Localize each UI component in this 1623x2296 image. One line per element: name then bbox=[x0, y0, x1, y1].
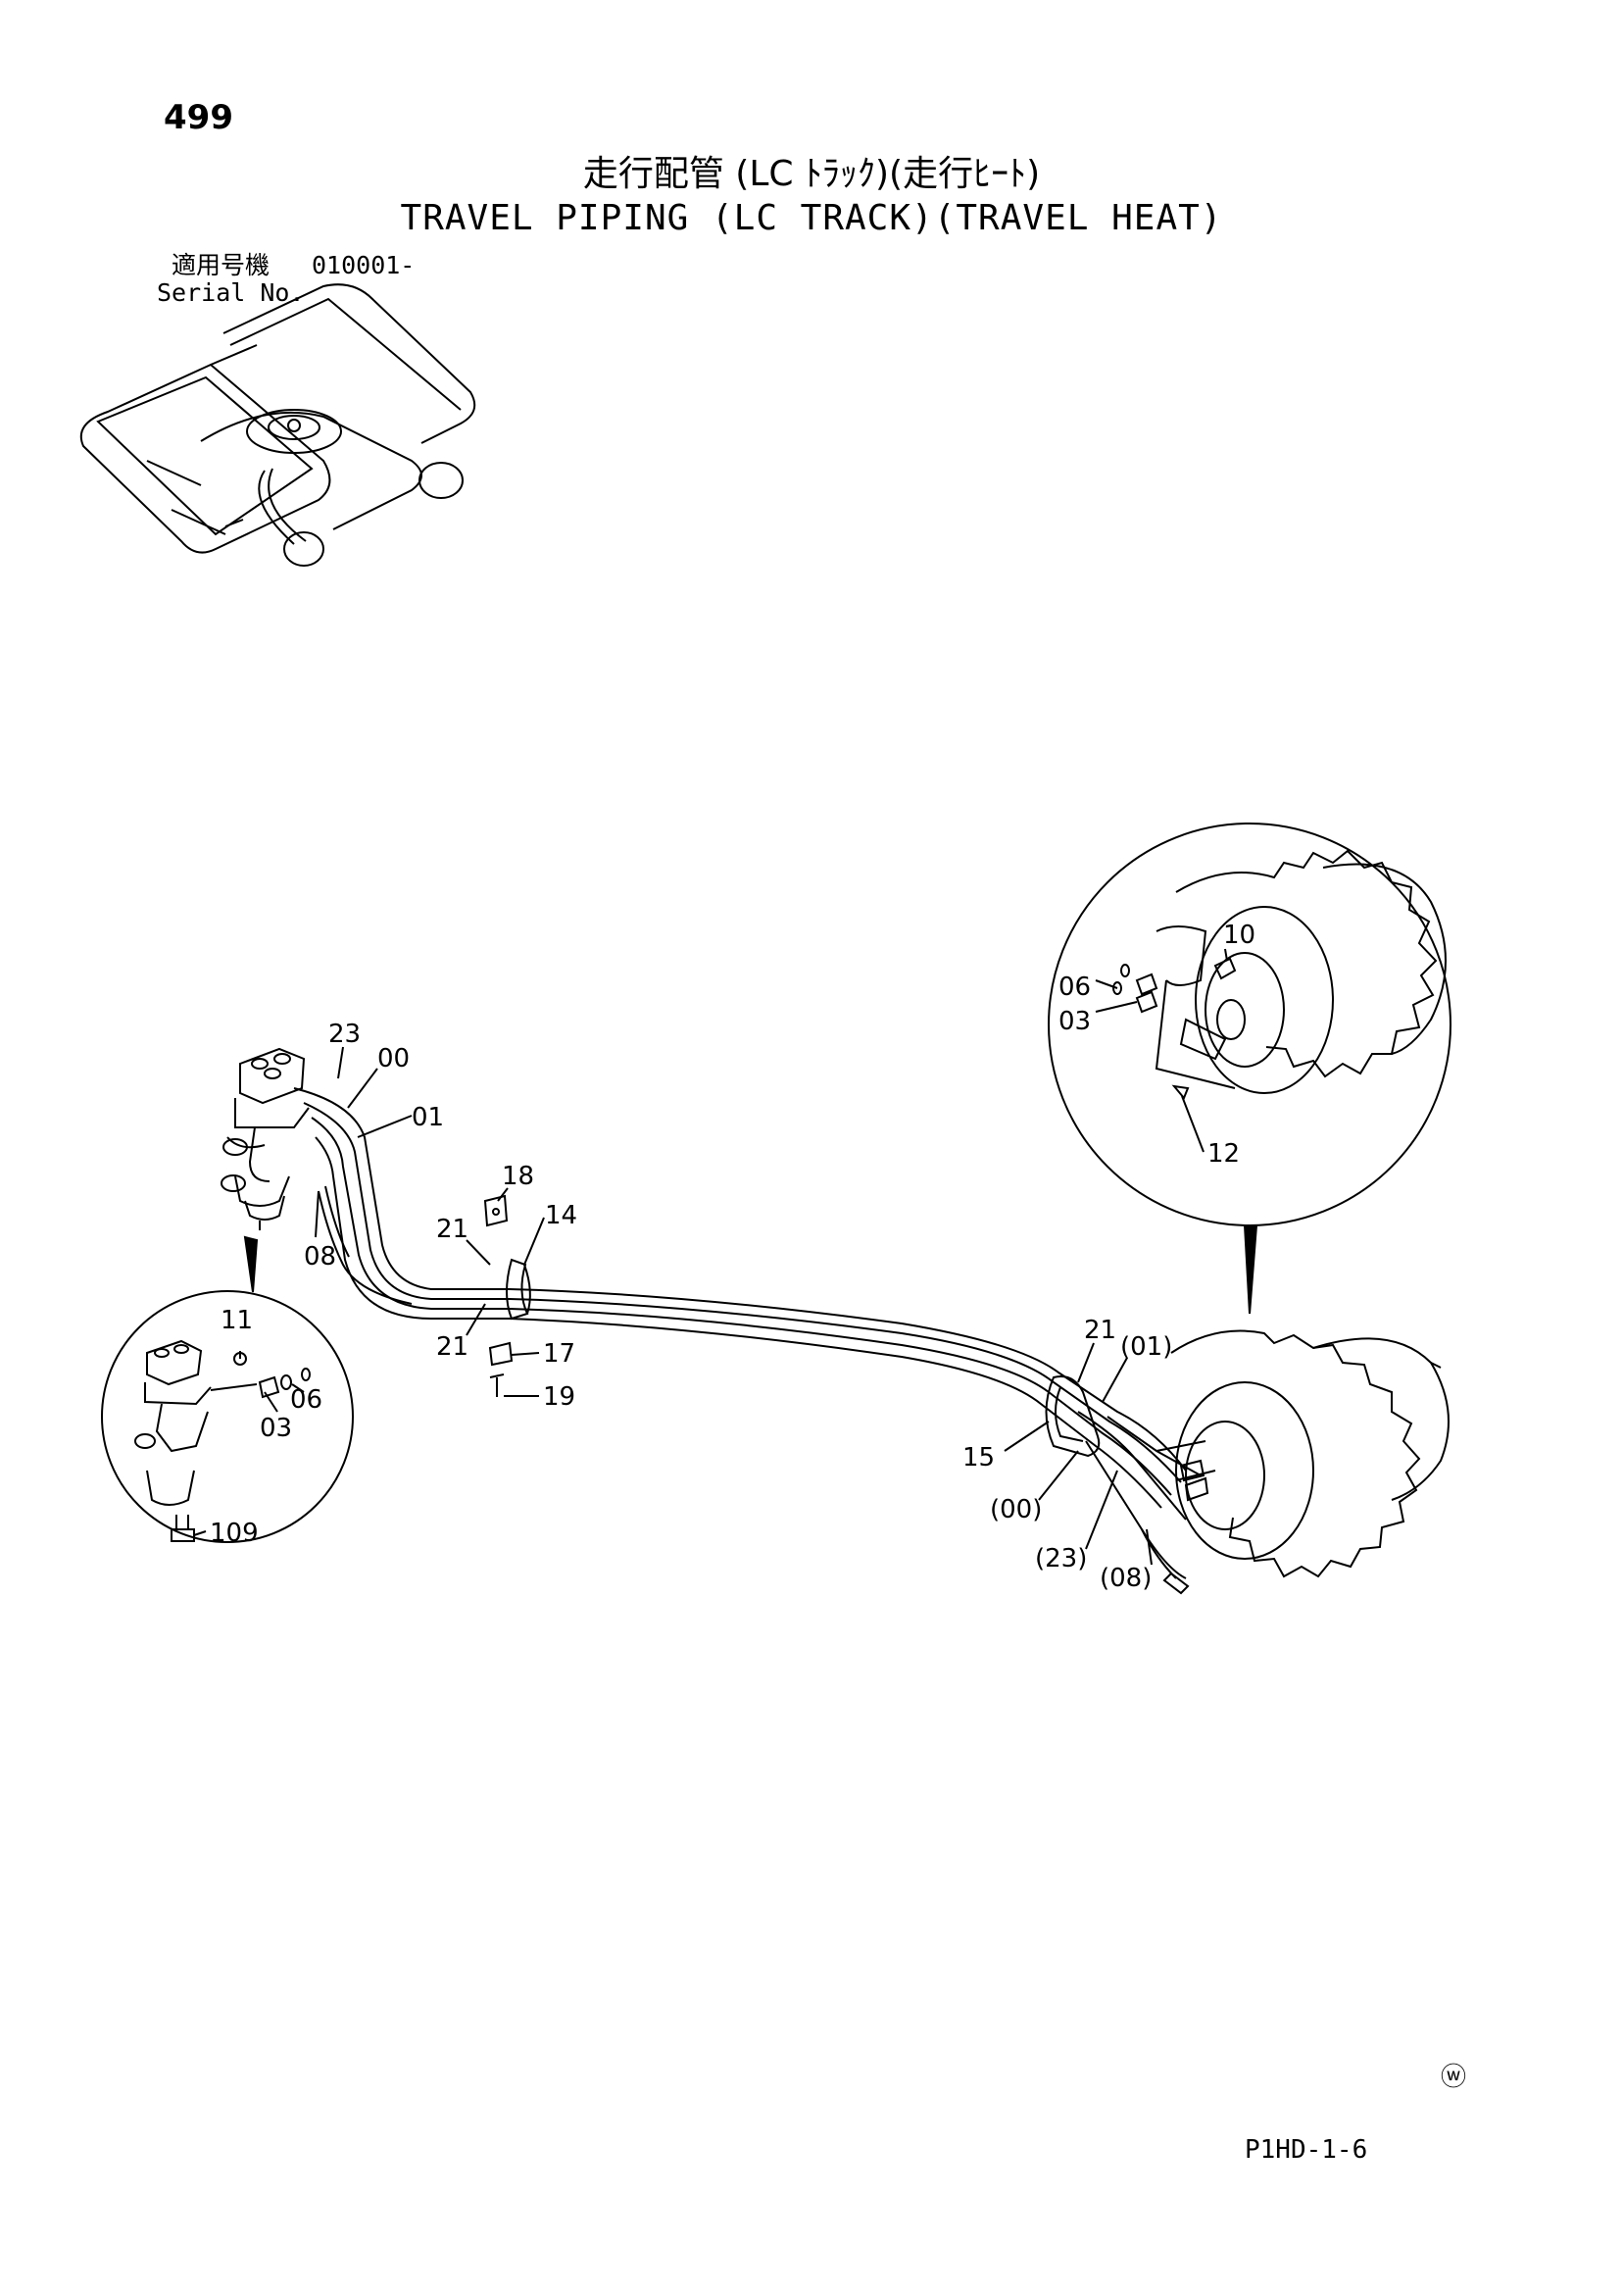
callout-labels: 23 00 01 08 18 14 21 21 17 19 11 06 03 1… bbox=[210, 921, 1255, 1593]
travel-hoses bbox=[293, 1087, 1202, 1579]
callout-01: 01 bbox=[412, 1103, 444, 1132]
callout-23-ref: (23) bbox=[1035, 1544, 1087, 1573]
callout-08: 08 bbox=[304, 1242, 336, 1272]
callout-03-right: 03 bbox=[1058, 1007, 1091, 1036]
callout-00-ref: (00) bbox=[990, 1495, 1042, 1524]
callout-19: 19 bbox=[543, 1382, 575, 1412]
callout-17: 17 bbox=[543, 1339, 575, 1369]
callout-15: 15 bbox=[962, 1443, 995, 1472]
callout-06-right: 06 bbox=[1058, 973, 1091, 1002]
watermark-symbol: ⓦ bbox=[1441, 2063, 1467, 2092]
callout-14: 14 bbox=[545, 1201, 577, 1230]
detail-circle-right bbox=[1048, 823, 1451, 1315]
hose-clamp bbox=[483, 1194, 1101, 1458]
callout-21-upper: 21 bbox=[436, 1215, 468, 1244]
undercarriage-thumbnail bbox=[79, 283, 476, 567]
page-number: 499 bbox=[164, 98, 233, 137]
callout-21-lower: 21 bbox=[436, 1332, 468, 1362]
callout-06-left: 06 bbox=[290, 1385, 322, 1415]
callout-10: 10 bbox=[1223, 921, 1255, 950]
callout-00: 00 bbox=[377, 1044, 410, 1073]
leader-lines bbox=[193, 948, 1228, 1566]
serial-label-english: Serial No. bbox=[157, 278, 305, 307]
callout-03-left: 03 bbox=[260, 1414, 292, 1443]
callout-01-ref: (01) bbox=[1120, 1332, 1172, 1362]
page-title-english: TRAVEL PIPING (LC TRACK)(TRAVEL HEAT) bbox=[400, 198, 1223, 238]
travel-motor bbox=[1141, 1329, 1450, 1595]
page-title-japanese: 走行配管 (LC ﾄﾗｯｸ)(走行ﾋｰﾄ) bbox=[582, 154, 1041, 194]
center-joint-assembly bbox=[221, 1047, 310, 1230]
figure-code: P1HD-1-6 bbox=[1245, 2135, 1368, 2165]
callout-18: 18 bbox=[502, 1162, 534, 1191]
callout-12: 12 bbox=[1207, 1139, 1240, 1169]
serial-label-japanese: 適用号機 bbox=[172, 251, 270, 279]
callout-11: 11 bbox=[221, 1306, 253, 1335]
serial-value: 010001- bbox=[312, 251, 416, 279]
callout-21-right: 21 bbox=[1084, 1316, 1116, 1345]
callout-08-ref: (08) bbox=[1100, 1564, 1152, 1593]
callout-109: 109 bbox=[210, 1519, 259, 1548]
callout-23: 23 bbox=[328, 1020, 361, 1049]
